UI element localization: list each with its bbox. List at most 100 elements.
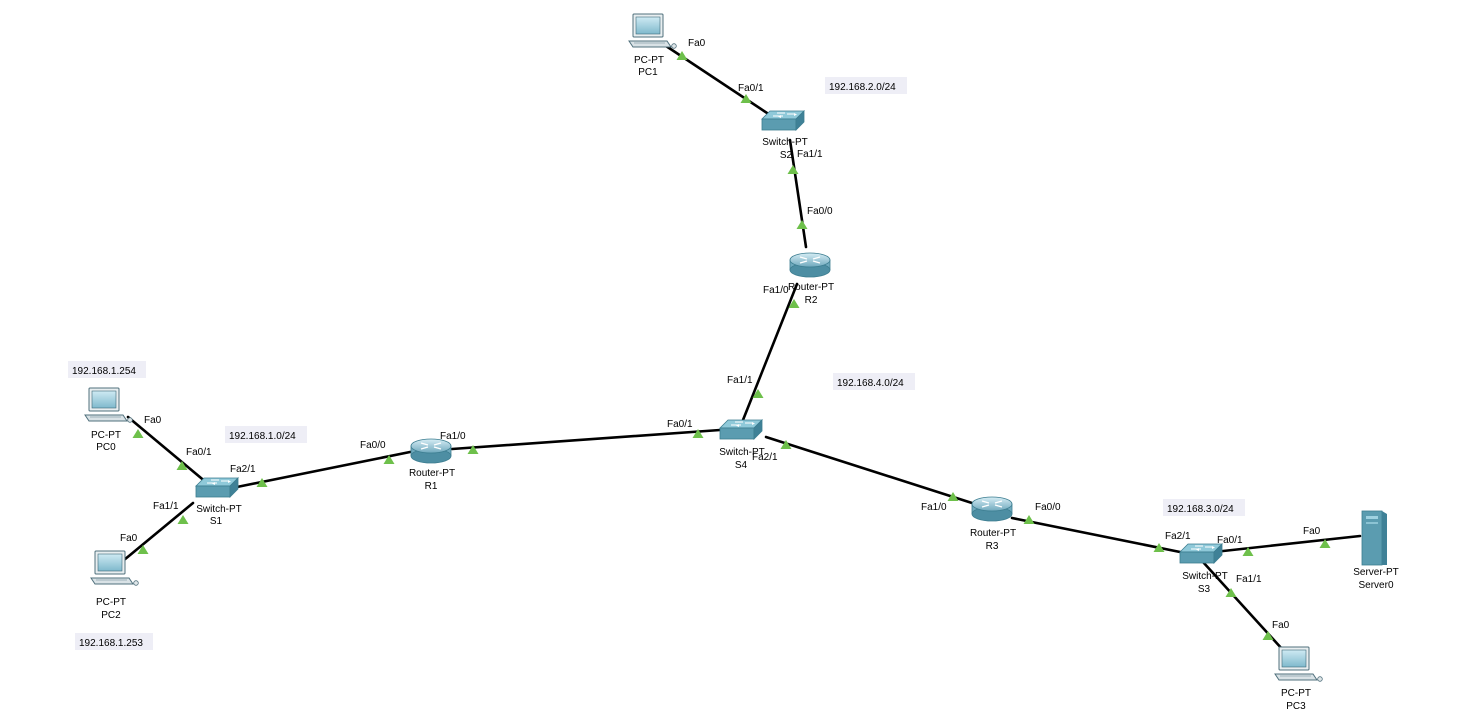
note-net3[interactable]: 192.168.3.0/24: [1163, 499, 1245, 516]
link-pc0-s1[interactable]: [126, 415, 209, 485]
device-model-label: Router-PT: [788, 282, 834, 293]
link-s1-pc2[interactable]: [122, 501, 195, 562]
device-s1[interactable]: Switch-PT S1: [195, 477, 242, 527]
device-model-label: PC-PT: [91, 430, 121, 441]
device-name-label: S4: [735, 460, 748, 471]
device-name-label: PC2: [101, 610, 121, 621]
link-s2-r2[interactable]: [788, 138, 808, 249]
port-label: Fa0: [1272, 620, 1290, 631]
device-pc0[interactable]: PC-PT PC0: [84, 387, 133, 453]
port-label: Fa0/1: [186, 447, 212, 458]
server-icon: [1361, 510, 1388, 566]
note-text: 192.168.1.253: [79, 638, 143, 649]
link-s1-r1[interactable]: [230, 450, 412, 490]
port-labels: Fa0 Fa0/1 Fa1/1 Fa0/0 Fa1/0 Fa1/1 Fa0 Fa…: [120, 38, 1321, 631]
port-label: Fa0/1: [667, 419, 693, 430]
switch-icon: [1179, 543, 1223, 564]
note-net1[interactable]: 192.168.1.0/24: [225, 426, 307, 443]
port-label: Fa1/1: [797, 149, 823, 160]
switch-icon: [719, 419, 763, 440]
device-s2[interactable]: Switch-PT S2: [761, 110, 808, 161]
device-model-label: PC-PT: [1281, 688, 1311, 699]
device-name-label: PC1: [638, 67, 658, 78]
device-model-label: Switch-PT: [196, 504, 242, 515]
device-name-label: Server0: [1358, 580, 1393, 591]
port-up-s1-fa1-1: [177, 515, 189, 524]
device-pc3[interactable]: PC-PT PC3: [1274, 646, 1323, 712]
port-indicators: [132, 51, 1331, 640]
device-name-label: R1: [425, 481, 438, 492]
device-pc1[interactable]: PC-PT PC1: [628, 13, 677, 78]
device-model-label: PC-PT: [634, 55, 664, 66]
note-text: 192.168.1.0/24: [229, 431, 296, 442]
device-model-label: Router-PT: [409, 468, 455, 479]
note-pc0-ip[interactable]: 192.168.1.254: [68, 361, 146, 378]
note-text: 192.168.3.0/24: [1167, 504, 1234, 515]
port-label: Fa0/0: [807, 206, 833, 217]
device-name-label: R3: [986, 541, 999, 552]
device-pc2[interactable]: PC-PT PC2: [90, 550, 139, 621]
device-name-label: PC0: [96, 442, 116, 453]
port-label: Fa1/1: [153, 501, 179, 512]
port-label: Fa2/1: [752, 452, 778, 463]
pc-icon: [90, 550, 139, 586]
note-text: 192.168.1.254: [72, 366, 136, 377]
device-name-label: S3: [1198, 584, 1211, 595]
link-pc1-s2[interactable]: [661, 42, 772, 117]
link-s3-server0[interactable]: [1212, 534, 1362, 554]
device-model-label: Switch-PT: [1182, 571, 1228, 582]
port-label: Fa0: [1303, 526, 1321, 537]
device-r3[interactable]: Router-PT R3: [970, 496, 1016, 552]
port-label: Fa0/1: [738, 83, 764, 94]
link-r3-s3[interactable]: [1010, 516, 1187, 555]
device-s3[interactable]: Switch-PT S3: [1179, 543, 1228, 595]
link-s4-r3[interactable]: [764, 435, 974, 505]
port-up-pc3-fa0: [1262, 631, 1274, 640]
pc-icon: [1274, 646, 1323, 682]
device-model-label: Router-PT: [970, 528, 1016, 539]
device-model-label: Switch-PT: [762, 137, 808, 148]
device-server0[interactable]: Server-PT Server0: [1353, 510, 1399, 591]
router-icon: [410, 438, 452, 464]
port-up-s2-fa1-1: [787, 165, 799, 174]
port-label: Fa2/1: [230, 464, 256, 475]
switch-icon: [761, 110, 805, 131]
device-r1[interactable]: Router-PT R1: [409, 438, 455, 492]
switch-icon: [195, 477, 239, 498]
port-label: Fa0: [120, 533, 138, 544]
device-name-label: R2: [805, 295, 818, 306]
device-model-label: Switch-PT: [719, 447, 765, 458]
router-icon: [971, 496, 1013, 522]
port-label: Fa1/0: [921, 502, 947, 513]
device-model-label: Server-PT: [1353, 567, 1399, 578]
router-icon: [789, 252, 831, 278]
note-net4[interactable]: 192.168.4.0/24: [833, 373, 915, 390]
port-label: Fa0/1: [1217, 535, 1243, 546]
port-label: Fa0/0: [1035, 502, 1061, 513]
note-net2[interactable]: 192.168.2.0/24: [825, 77, 907, 94]
port-label: Fa0/0: [360, 440, 386, 451]
port-label: Fa1/1: [727, 375, 753, 386]
link-r2-s4[interactable]: [741, 282, 799, 422]
port-up-r2-fa0-0: [796, 220, 808, 229]
note-text: 192.168.2.0/24: [829, 82, 896, 93]
note-pc2-ip[interactable]: 192.168.1.253: [75, 633, 153, 650]
link-r1-s4[interactable]: [450, 428, 722, 451]
port-label: Fa1/1: [1236, 574, 1262, 585]
device-name-label: S2: [780, 150, 793, 161]
pc-icon: [84, 387, 133, 423]
device-name-label: PC3: [1286, 701, 1306, 712]
pc-icon: [628, 13, 677, 49]
port-label: Fa1/0: [440, 431, 466, 442]
note-text: 192.168.4.0/24: [837, 378, 904, 389]
port-label: Fa1/0: [763, 285, 789, 296]
device-r2[interactable]: Router-PT R2: [788, 252, 834, 306]
port-label: Fa2/1: [1165, 531, 1191, 542]
device-name-label: S1: [210, 516, 223, 527]
port-up-pc0-fa0: [132, 429, 144, 438]
device-s4[interactable]: Switch-PT S4: [719, 419, 765, 471]
links: [122, 42, 1362, 652]
device-model-label: PC-PT: [96, 597, 126, 608]
port-label: Fa0: [144, 415, 162, 426]
